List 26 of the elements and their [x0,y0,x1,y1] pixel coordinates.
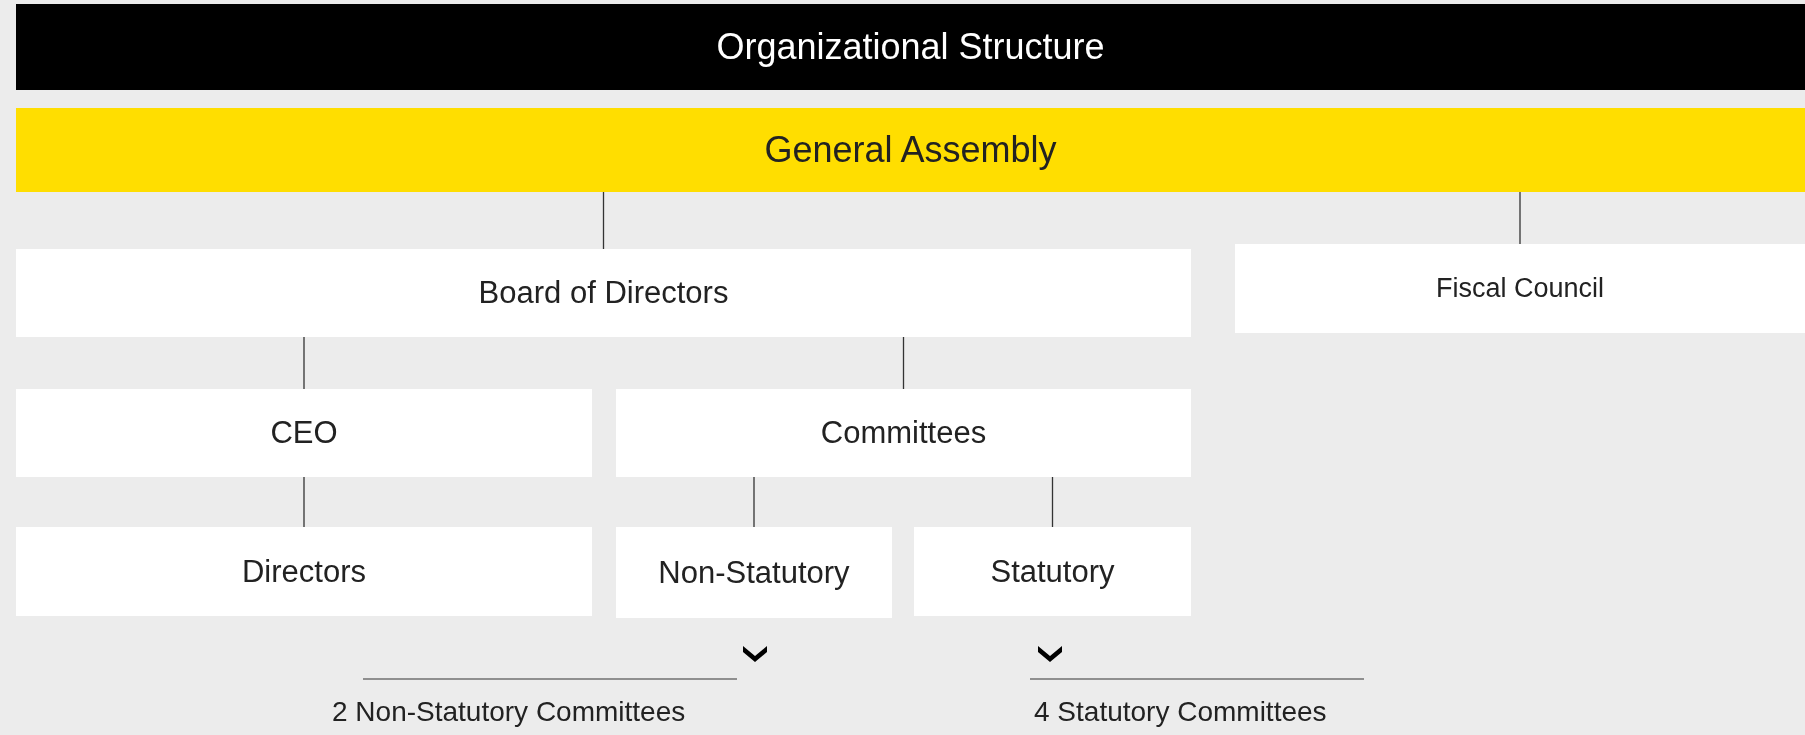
committee-count: 4 Statutory Committees [1034,696,1327,728]
header-band [16,108,1805,192]
box-label: General Assembly [764,129,1057,171]
org-box [1235,244,1805,333]
box-label: Board of Directors [478,275,729,311]
box-label: Committees [820,415,987,451]
box-label: Non-Statutory [658,554,850,591]
connector-line [902,336,905,390]
connector-line [1051,476,1054,528]
connector-line [1519,191,1521,245]
org-box [616,389,1191,477]
connector-line [303,476,305,528]
box-label: Statutory [990,553,1115,590]
connector-line [602,191,605,250]
box-label: CEO [270,415,338,451]
org-box [16,527,592,616]
box-label: Directors [242,553,366,590]
connector-line [303,336,305,390]
committee-count: 2 Non-Statutory Committees [332,696,686,728]
org-box [616,527,892,618]
org-box [16,249,1191,337]
org-box [914,527,1191,616]
connector-line [753,476,755,528]
box-label: Fiscal Council [1435,273,1605,304]
org-box [16,389,592,477]
title-banner: Organizational Structure [16,4,1805,90]
